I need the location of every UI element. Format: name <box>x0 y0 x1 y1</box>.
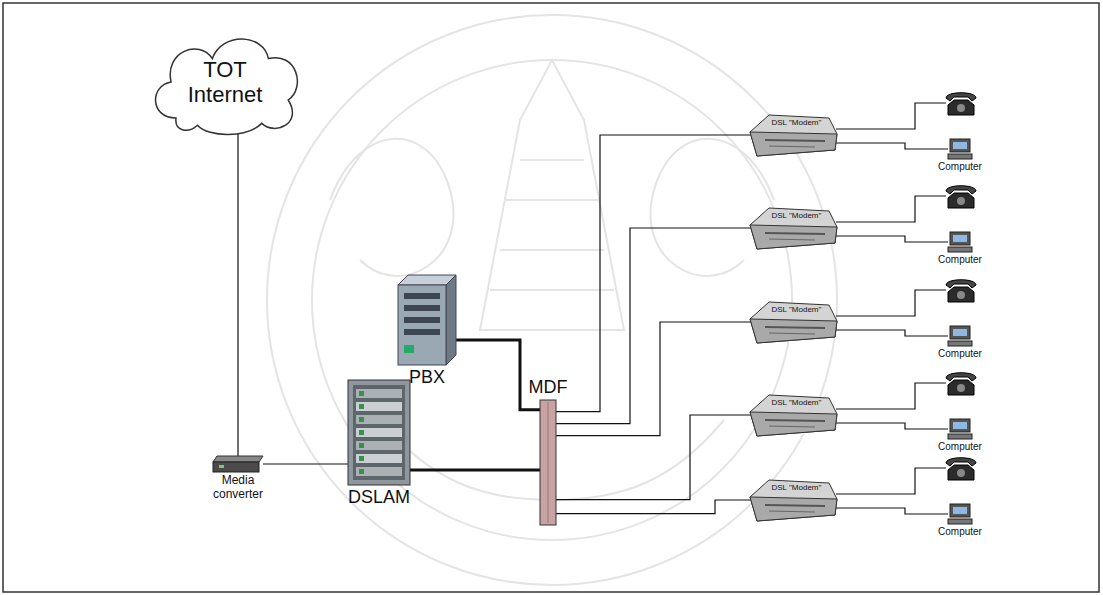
pbx-server-drawing <box>398 275 456 365</box>
computer-icon <box>948 139 972 159</box>
dsl-modem-icon <box>745 203 840 253</box>
dslam-rack-drawing <box>348 380 410 485</box>
computer: Computer <box>936 504 984 540</box>
dslam-rack-icon <box>348 380 410 485</box>
dsl-modem-icon <box>745 297 840 347</box>
node-label: Computer <box>936 252 984 268</box>
node-label: DSL "Modem" <box>745 297 840 314</box>
telephone <box>946 373 976 395</box>
computer-icon <box>948 232 972 252</box>
computer: Computer <box>936 139 984 175</box>
computer-drawing <box>948 504 972 524</box>
cable <box>556 500 751 514</box>
node-label: MDF <box>527 375 570 400</box>
cable <box>237 133 238 456</box>
telephone <box>946 280 976 302</box>
node-label: DSL "Modem" <box>745 475 840 492</box>
computer: Computer <box>936 326 984 362</box>
node-label: Computer <box>936 346 984 362</box>
node-label: PBX <box>407 365 447 390</box>
cable <box>836 330 949 336</box>
media-converter-drawing <box>213 456 263 472</box>
pbx-server: PBX <box>398 275 456 390</box>
phone-wire <box>836 103 946 129</box>
dsl-modem-drawing <box>745 297 840 347</box>
computer-drawing <box>948 139 972 159</box>
computer-drawing <box>948 326 972 346</box>
telephone <box>946 186 976 208</box>
dsl-modem: DSL "Modem" <box>745 110 840 160</box>
phone-wire <box>836 468 946 494</box>
computer-icon <box>948 326 972 346</box>
dsl-modem: DSL "Modem" <box>745 203 840 253</box>
media-converter: Media converter <box>196 456 280 504</box>
node-label: TOT Internet <box>178 57 273 108</box>
cable <box>556 228 751 424</box>
node-label: DSL "Modem" <box>745 203 840 220</box>
dsl-modem-icon <box>745 110 840 160</box>
dsl-modem-drawing <box>745 110 840 160</box>
watermark <box>267 15 837 585</box>
node-label: Computer <box>936 439 984 455</box>
media-converter-icon <box>213 456 263 472</box>
node-label: Computer <box>936 524 984 540</box>
dsl-modem: DSL "Modem" <box>745 390 840 440</box>
node-label: DSLAM <box>346 485 412 510</box>
cable <box>836 143 949 149</box>
cable <box>410 469 540 472</box>
cable <box>836 423 949 429</box>
computer-icon <box>948 504 972 524</box>
dsl-modem-drawing <box>745 203 840 253</box>
dsl-modem: DSL "Modem" <box>745 475 840 525</box>
frame <box>3 3 1099 592</box>
dsl-modem-drawing <box>745 475 840 525</box>
cloud: TOT Internet <box>143 28 308 136</box>
computer-drawing <box>948 419 972 439</box>
phone-wire <box>836 196 946 222</box>
telephone <box>946 458 976 480</box>
cable <box>263 463 348 464</box>
cable <box>456 340 540 410</box>
mdf-frame-drawing <box>540 400 556 525</box>
pbx-server-icon <box>398 275 456 365</box>
cable <box>556 322 751 436</box>
computer: Computer <box>936 419 984 455</box>
telephone <box>946 93 976 115</box>
cable <box>556 135 751 412</box>
mdf-frame-icon <box>540 400 556 525</box>
node-label: DSL "Modem" <box>745 390 840 407</box>
telephones <box>836 93 976 494</box>
cable <box>836 508 949 514</box>
dsl-modem: DSL "Modem" <box>745 297 840 347</box>
computer-drawing <box>948 232 972 252</box>
dsl-modem-drawing <box>745 390 840 440</box>
dslam-rack: DSLAM <box>346 380 412 510</box>
computer: Computer <box>936 232 984 268</box>
cable <box>556 415 751 500</box>
phone-wire <box>836 290 946 316</box>
computer-icon <box>948 419 972 439</box>
mdf-frame: MDF <box>527 375 570 525</box>
node-label: Media converter <box>196 472 280 504</box>
phone-wire <box>836 383 946 409</box>
node-label: Computer <box>936 159 984 175</box>
dsl-modem-icon <box>745 475 840 525</box>
node-label: DSL "Modem" <box>745 110 840 127</box>
cable <box>836 236 949 242</box>
dsl-modem-icon <box>745 390 840 440</box>
